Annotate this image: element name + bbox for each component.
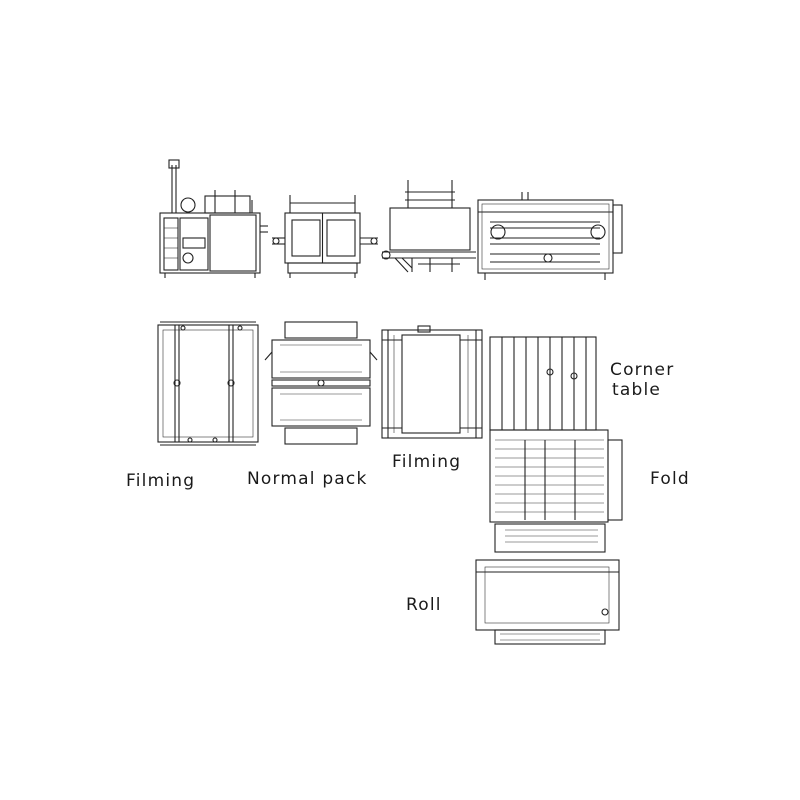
filming-left-plan	[157, 321, 259, 446]
corner-table-plan	[489, 336, 597, 431]
label-corner-table-line2: table	[612, 380, 662, 400]
filming-mid-plan	[381, 325, 483, 439]
normal-pack-machine-elevation	[272, 195, 378, 278]
label-fold: Fold	[650, 469, 690, 489]
filming-machine-elevation	[159, 159, 268, 278]
roll-plan	[475, 559, 620, 645]
fold-plan	[489, 429, 623, 553]
filming-tunnel-elevation	[381, 180, 476, 273]
normal-pack-plan	[264, 321, 378, 445]
fold-machine-elevation	[477, 192, 623, 280]
label-normal-pack: Normal pack	[247, 469, 368, 489]
label-filming-left: Filming	[126, 471, 196, 491]
label-corner-table-line1: Corner	[610, 360, 675, 380]
label-filming-mid: Filming	[392, 452, 462, 472]
label-roll: Roll	[406, 595, 442, 615]
